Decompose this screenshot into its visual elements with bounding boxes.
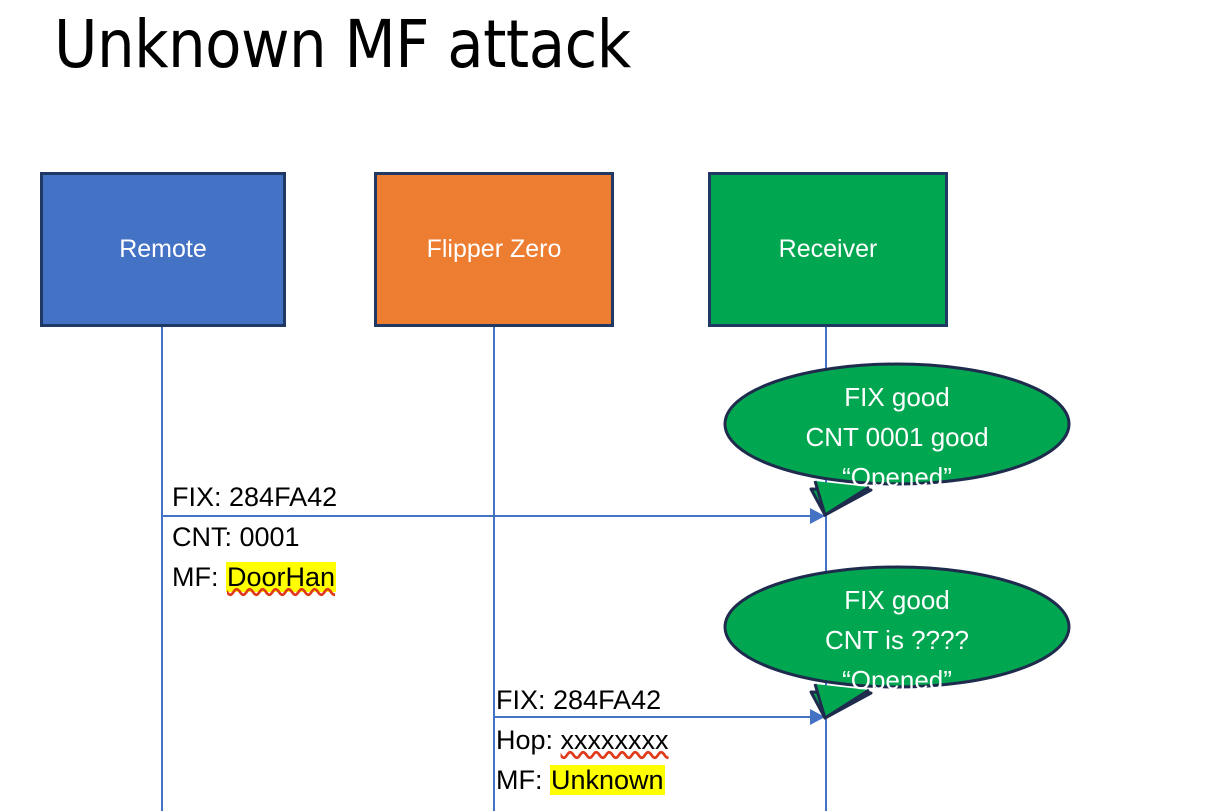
message-line-prefix: MF: [496,765,550,795]
actor-label-flipper-zero: Flipper Zero [426,235,562,263]
page-title: Unknown MF attack [54,6,631,83]
callout-shape [723,362,1071,517]
message-line-value: 0001 [239,522,300,552]
message-line-prefix: FIX: [496,685,554,715]
lifeline-remote [161,327,163,811]
message-line: FIX: 284FA42 [172,477,337,517]
message-line-prefix: CNT: [172,522,240,552]
message-line-value: 284FA42 [229,482,338,512]
message-line: FIX: 284FA42 [496,680,669,720]
actor-label-remote: Remote [119,235,207,263]
message-line: MF: DoorHan [172,557,337,597]
message-line-prefix: MF: [172,562,226,592]
lifeline-receiver [825,327,827,811]
message-line: MF: Unknown [496,760,669,800]
message-line-value-highlighted: Unknown [550,765,665,795]
message-label-block-1: FIX: 284FA42 CNT: 0001 MF: DoorHan [172,477,337,597]
actor-label-receiver: Receiver [778,235,878,263]
message-arrow-flipper-to-receiver [493,716,825,718]
actor-box-flipper-zero[interactable]: Flipper Zero [374,172,614,327]
message-line: CNT: 0001 [172,517,337,557]
callout-bubble-1[interactable]: FIX good CNT 0001 good “Opened” [723,362,1071,517]
message-line-prefix: Hop: [496,725,561,755]
message-line-prefix: FIX: [172,482,230,512]
callout-shape [723,565,1071,720]
actor-box-receiver[interactable]: Receiver [708,172,948,327]
message-line-value-highlighted: DoorHan [226,562,337,592]
message-arrow-remote-to-receiver [161,515,825,517]
callout-bubble-2[interactable]: FIX good CNT is ???? “Opened” [723,565,1071,720]
message-line-value: xxxxxxxx [560,725,669,755]
message-line: Hop: xxxxxxxx [496,720,669,760]
lifeline-flipper-zero [493,327,495,811]
message-label-block-2: FIX: 284FA42 Hop: xxxxxxxx MF: Unknown [496,680,669,800]
message-line-value: 284FA42 [553,685,662,715]
arrowhead-icon [810,508,825,524]
actor-box-remote[interactable]: Remote [40,172,286,327]
